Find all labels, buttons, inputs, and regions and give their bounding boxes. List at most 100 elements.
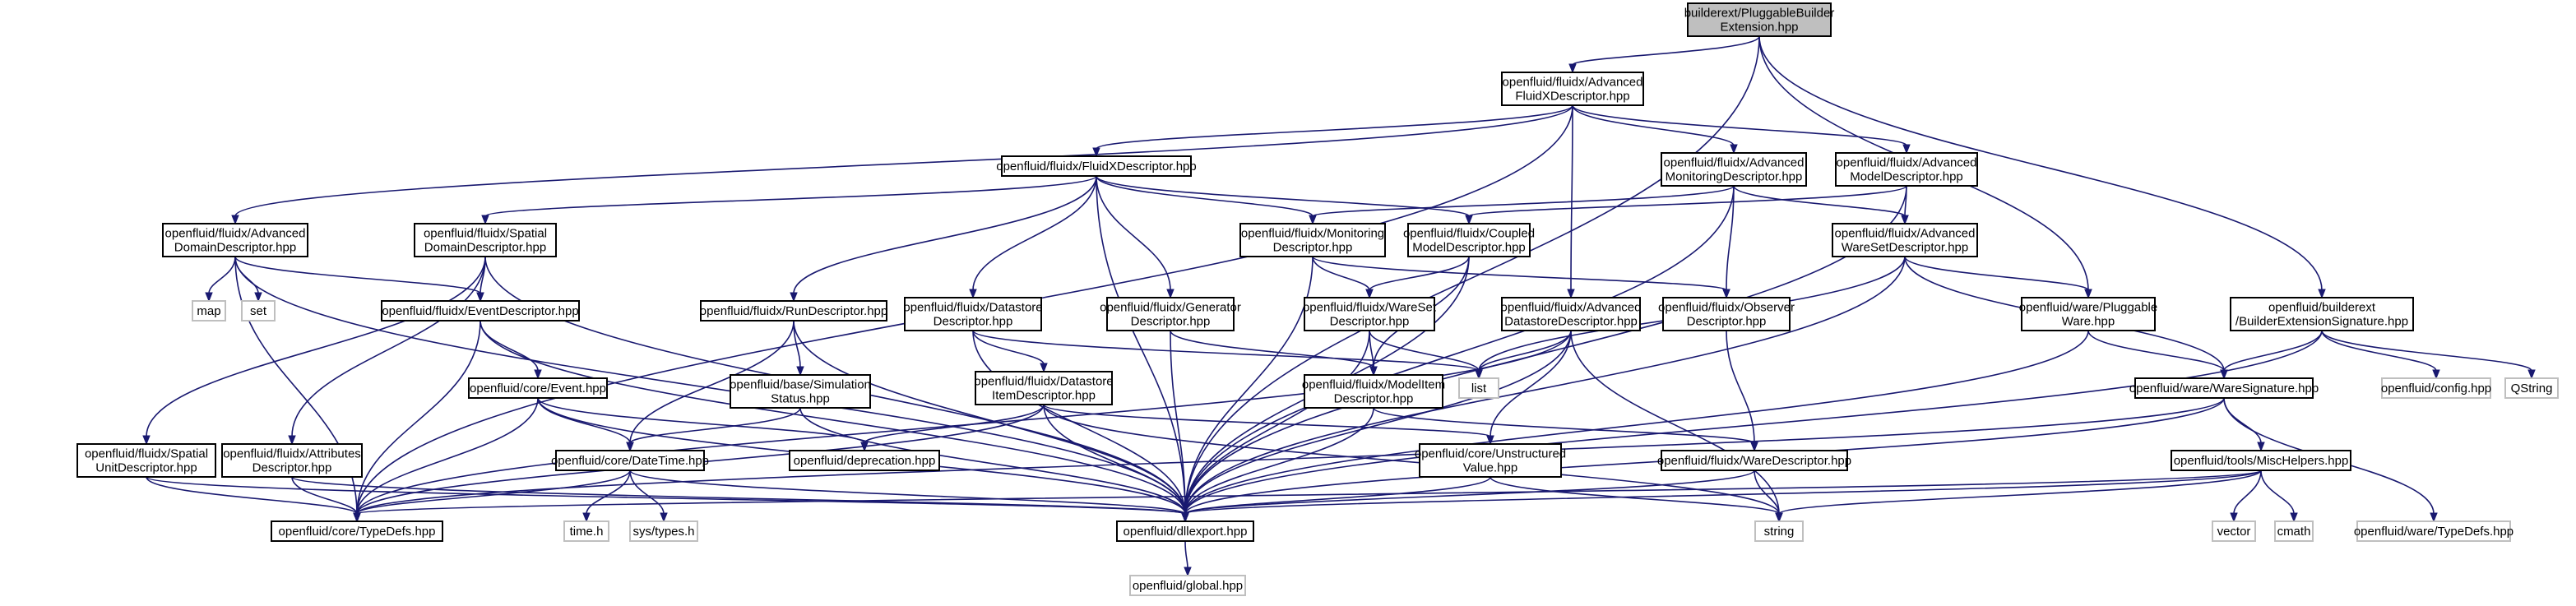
node-label: sys/types.h xyxy=(632,525,694,539)
node-label: string xyxy=(1764,525,1795,539)
node-label: openfluid/core/Unstructured xyxy=(1415,447,1566,461)
node-advwareset[interactable]: openfluid/fluidx/AdvancedWareSetDescript… xyxy=(1832,223,1978,257)
node-label: openfluid/fluidx/FluidXDescriptor.hpp xyxy=(996,160,1196,173)
node-label: openfluid/fluidx/Datastore xyxy=(903,301,1042,315)
edge-advdatastore-to-list xyxy=(1475,330,1572,380)
node-besig[interactable]: openfluid/builderext/BuilderExtensionSig… xyxy=(2230,297,2414,331)
node-advdatastore[interactable]: openfluid/fluidx/AdvancedDatastoreDescri… xyxy=(1501,297,1642,331)
edge-spatialdom-to-attrdesc xyxy=(288,256,486,446)
node-waresetdesc[interactable]: openfluid/fluidx/WareSetDescriptor.hpp xyxy=(1303,297,1437,331)
node-label: openfluid/fluidx/WareSet xyxy=(1303,301,1437,315)
node-datetime[interactable]: openfluid/core/DateTime.hpp xyxy=(551,450,709,471)
node-label: set xyxy=(250,304,267,318)
node-label: openfluid/fluidx/Advanced xyxy=(1837,156,1977,170)
node-map: map xyxy=(192,300,226,322)
node-deprecation[interactable]: openfluid/deprecation.hpp xyxy=(789,450,940,471)
edge-eventdesc-to-coreevent xyxy=(480,320,542,380)
node-label: vector xyxy=(2217,525,2251,539)
node-label: openfluid/core/Event.hpp xyxy=(470,382,606,396)
node-datastoredesc[interactable]: openfluid/fluidx/DatastoreDescriptor.hpp xyxy=(903,297,1043,331)
node-advmodel[interactable]: openfluid/fluidx/AdvancedModelDescriptor… xyxy=(1835,152,1978,187)
node-label: openfluid/fluidx/Advanced xyxy=(1664,156,1805,170)
edge-advmon-to-advwareset xyxy=(1733,185,1909,225)
edge-fxdesc-to-spatialdom xyxy=(481,175,1097,225)
node-label: Value.hpp xyxy=(1463,461,1517,475)
edge-advwareset-to-pluggableware xyxy=(1904,256,2092,299)
node-mondesc[interactable]: openfluid/fluidx/MonitoringDescriptor.hp… xyxy=(1239,223,1386,257)
node-waresig[interactable]: openfluid/ware/WareSignature.hpp xyxy=(2129,377,2319,399)
edge-misc-to-cmath xyxy=(2260,470,2298,523)
node-list: list xyxy=(1458,377,1499,399)
node-label: Descriptor.hpp xyxy=(1330,315,1410,329)
dependency-nodes: builderext/PluggableBuilderExtension.hpp… xyxy=(76,2,2559,596)
node-label: openfluid/ware/TypeDefs.hpp xyxy=(2354,525,2513,539)
edge-mondesc-to-dllexport xyxy=(1181,256,1313,523)
edge-besig-to-qstring xyxy=(2321,330,2536,380)
edge-advwareset-to-dllexport xyxy=(1181,256,1906,523)
edge-advfx-to-advmon xyxy=(1572,104,1738,155)
node-label: openfluid/builderext xyxy=(2268,301,2376,315)
node-label: list xyxy=(1471,382,1487,396)
edge-root-to-advfx xyxy=(1568,35,1760,74)
node-label: map xyxy=(197,304,220,318)
edge-advfx-to-fxdesc xyxy=(1092,104,1573,158)
node-coupled[interactable]: openfluid/fluidx/CoupledModelDescriptor.… xyxy=(1403,223,1535,257)
node-label: openfluid/base/Simulation xyxy=(730,378,871,392)
edge-root-to-besig xyxy=(1758,35,2326,299)
node-label: openfluid/fluidx/Generator xyxy=(1100,301,1241,315)
node-label: openfluid/fluidx/Advanced xyxy=(1835,227,1976,241)
edge-datetime-to-timeh xyxy=(582,470,631,523)
edge-besig-to-config xyxy=(2321,330,2440,380)
node-spatialdom[interactable]: openfluid/fluidx/SpatialDomainDescriptor… xyxy=(414,223,557,257)
node-label: ModelDescriptor.hpp xyxy=(1850,170,1963,184)
node-advdomain[interactable]: openfluid/fluidx/AdvancedDomainDescripto… xyxy=(162,223,308,257)
edge-advdomain-to-coretypedefs xyxy=(234,256,361,523)
node-label: openfluid/fluidx/Attributes xyxy=(223,447,361,461)
node-advmon[interactable]: openfluid/fluidx/AdvancedMonitoringDescr… xyxy=(1661,152,1807,187)
node-eventdesc[interactable]: openfluid/fluidx/EventDescriptor.hpp xyxy=(381,300,580,322)
edge-besig-to-waresig xyxy=(2220,330,2323,380)
edge-fxdesc-to-rundesc xyxy=(790,175,1097,303)
edge-simstatus-to-datetime xyxy=(626,407,801,452)
node-label: openfluid/fluidx/RunDescriptor.hpp xyxy=(700,304,887,318)
node-label: openfluid/dllexport.hpp xyxy=(1124,525,1248,539)
edge-datetime-to-dllexport xyxy=(629,470,1189,523)
node-label: openfluid/fluidx/Observer xyxy=(1658,301,1795,315)
node-label: Descriptor.hpp xyxy=(1334,392,1414,406)
node-waretypedefs: openfluid/ware/TypeDefs.hpp xyxy=(2354,520,2513,542)
edge-advfx-to-advdatastore xyxy=(1567,104,1575,299)
node-rundesc[interactable]: openfluid/fluidx/RunDescriptor.hpp xyxy=(700,300,887,322)
node-label: cmath xyxy=(2277,525,2311,539)
node-timeh: time.h xyxy=(563,520,609,542)
node-coretypedefs[interactable]: openfluid/core/TypeDefs.hpp xyxy=(271,520,443,542)
node-label: openfluid/ware/Pluggable xyxy=(2019,301,2157,315)
node-label: Descriptor.hpp xyxy=(253,461,332,475)
node-label: ItemDescriptor.hpp xyxy=(992,389,1096,403)
node-fxdesc[interactable]: openfluid/fluidx/FluidXDescriptor.hpp xyxy=(996,155,1197,177)
node-spatialunit[interactable]: openfluid/fluidx/SpatialUnitDescriptor.h… xyxy=(76,443,216,478)
node-waredesc[interactable]: openfluid/fluidx/WareDescriptor.hpp xyxy=(1657,450,1851,471)
edge-advmodel-to-coupled xyxy=(1465,185,1907,225)
node-label: UnitDescriptor.hpp xyxy=(95,461,197,475)
edge-advmon-to-mondesc xyxy=(1309,185,1735,225)
node-advfx[interactable]: openfluid/fluidx/AdvancedFluidXDescripto… xyxy=(1501,72,1644,106)
node-config: openfluid/config.hpp xyxy=(2381,377,2491,399)
node-dllexport[interactable]: openfluid/dllexport.hpp xyxy=(1116,520,1254,542)
node-label: MonitoringDescriptor.hpp xyxy=(1666,170,1803,184)
edge-mondesc-to-waresetdesc xyxy=(1312,256,1374,299)
node-dsitem[interactable]: openfluid/fluidx/DatastoreItemDescriptor… xyxy=(974,371,1114,405)
edge-fxdesc-to-datastoredesc xyxy=(969,175,1097,299)
node-attrdesc[interactable]: openfluid/fluidx/AttributesDescriptor.hp… xyxy=(221,443,363,478)
edge-fxdesc-to-gendesc xyxy=(1096,175,1174,299)
node-label: openfluid/core/TypeDefs.hpp xyxy=(279,525,436,539)
node-coreevent[interactable]: openfluid/core/Event.hpp xyxy=(468,377,608,399)
node-misc[interactable]: openfluid/tools/MiscHelpers.hpp xyxy=(2171,450,2351,471)
